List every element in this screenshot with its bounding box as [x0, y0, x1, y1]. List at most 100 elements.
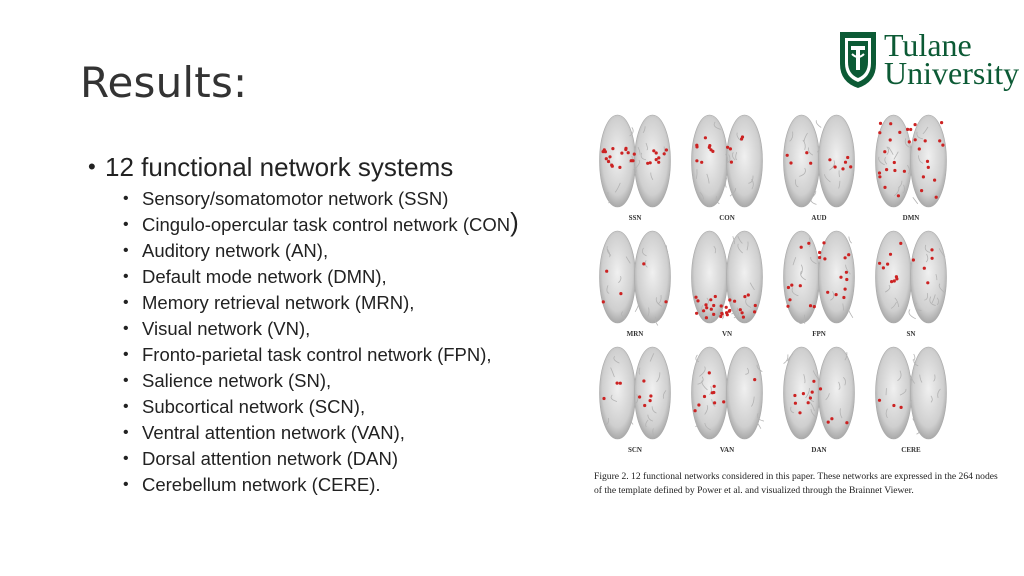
- sub-bullet-list: Sensory/somatomotor network (SSN) Cingul…: [88, 186, 558, 498]
- brain-image: [599, 114, 671, 208]
- sub-bullet-cere: Cerebellum network (CERE).: [88, 472, 558, 498]
- network-node: [712, 303, 716, 308]
- sub-bullet-van: Ventral attention network (VAN),: [88, 420, 558, 446]
- network-node: [602, 396, 606, 401]
- network-node: [843, 160, 848, 164]
- network-node: [605, 269, 609, 273]
- network-node: [798, 411, 802, 415]
- network-node: [921, 175, 925, 179]
- network-node: [913, 123, 917, 127]
- network-node: [883, 150, 887, 154]
- network-node: [793, 401, 797, 405]
- network-node: [839, 275, 843, 279]
- network-node: [846, 155, 850, 160]
- brain-panel-ssn: SSN: [595, 112, 675, 227]
- network-node: [926, 165, 930, 169]
- network-node: [618, 165, 622, 169]
- brain-image: [691, 230, 763, 324]
- network-node: [726, 145, 730, 149]
- network-node: [892, 279, 896, 283]
- network-node: [786, 285, 790, 290]
- network-node: [704, 303, 708, 307]
- network-node: [843, 256, 847, 260]
- network-node: [801, 392, 805, 396]
- network-node: [878, 121, 883, 125]
- network-node: [822, 241, 826, 245]
- network-node: [925, 159, 930, 163]
- brain-image: [875, 114, 947, 208]
- network-node: [741, 315, 745, 319]
- tulane-logo: Tulane University: [838, 28, 1024, 98]
- sub-bullet-an: Auditory network (AN),: [88, 238, 558, 264]
- network-node: [806, 401, 810, 405]
- brain-image: [691, 346, 764, 440]
- network-node: [618, 381, 622, 385]
- panel-label-fpn: FPN: [812, 330, 826, 338]
- panel-label-vn: VN: [721, 330, 733, 338]
- network-node: [789, 161, 793, 165]
- network-node: [911, 258, 915, 262]
- network-node: [708, 144, 712, 148]
- network-node: [793, 393, 797, 398]
- bullet-list: 12 functional network systems Sensory/so…: [88, 150, 558, 498]
- network-node: [818, 387, 823, 391]
- network-node: [845, 421, 849, 425]
- network-node: [743, 295, 747, 299]
- network-node: [899, 405, 903, 409]
- brain-image: [875, 346, 947, 440]
- network-node: [693, 409, 697, 413]
- network-node: [601, 300, 605, 304]
- network-node: [703, 136, 707, 140]
- panel-label-cere: CERE: [901, 446, 921, 454]
- network-node: [906, 127, 910, 131]
- brain-panel-dmn: DMN: [871, 112, 951, 227]
- network-node: [892, 160, 896, 165]
- network-node: [812, 379, 816, 383]
- sub-bullet-ssn: Sensory/somatomotor network (SSN): [88, 186, 558, 212]
- network-node: [719, 304, 723, 308]
- sub-bullet-fpn: Fronto-parietal task control network (FP…: [88, 342, 558, 368]
- network-node: [883, 185, 887, 189]
- network-node: [818, 250, 822, 255]
- network-node: [917, 147, 921, 151]
- network-node: [877, 171, 882, 175]
- network-node: [601, 150, 605, 154]
- network-node: [720, 312, 724, 316]
- network-node: [729, 160, 733, 164]
- network-node: [841, 167, 845, 171]
- brain-image: [599, 230, 671, 326]
- figure-caption: Figure 2. 12 functional networks conside…: [594, 471, 998, 496]
- network-node: [909, 127, 913, 132]
- network-node: [885, 168, 889, 172]
- network-node: [664, 300, 668, 304]
- network-node: [695, 311, 699, 315]
- network-node: [826, 420, 830, 424]
- brain-image: [783, 346, 855, 440]
- network-node: [626, 151, 630, 155]
- brain-panel-mrn: MRN: [595, 228, 675, 343]
- network-node: [664, 148, 668, 152]
- network-node: [807, 241, 811, 245]
- network-node: [843, 287, 847, 291]
- network-node: [790, 283, 794, 287]
- network-node: [709, 298, 713, 302]
- network-node: [828, 158, 832, 162]
- network-node: [649, 394, 653, 398]
- network-node: [702, 309, 706, 313]
- panel-label-dmn: DMN: [902, 214, 920, 222]
- network-node: [877, 398, 882, 402]
- network-node: [694, 295, 698, 299]
- network-node: [895, 277, 899, 281]
- network-node: [786, 304, 790, 308]
- sub-bullet-mrn: Memory retrieval network (MRN),: [88, 290, 558, 316]
- network-node: [724, 305, 728, 309]
- network-node: [733, 299, 737, 303]
- network-node: [610, 163, 614, 167]
- network-node: [930, 256, 934, 260]
- network-node: [940, 121, 944, 125]
- network-node: [902, 169, 906, 173]
- network-node: [834, 293, 838, 297]
- network-node: [878, 131, 882, 135]
- network-node: [812, 305, 816, 309]
